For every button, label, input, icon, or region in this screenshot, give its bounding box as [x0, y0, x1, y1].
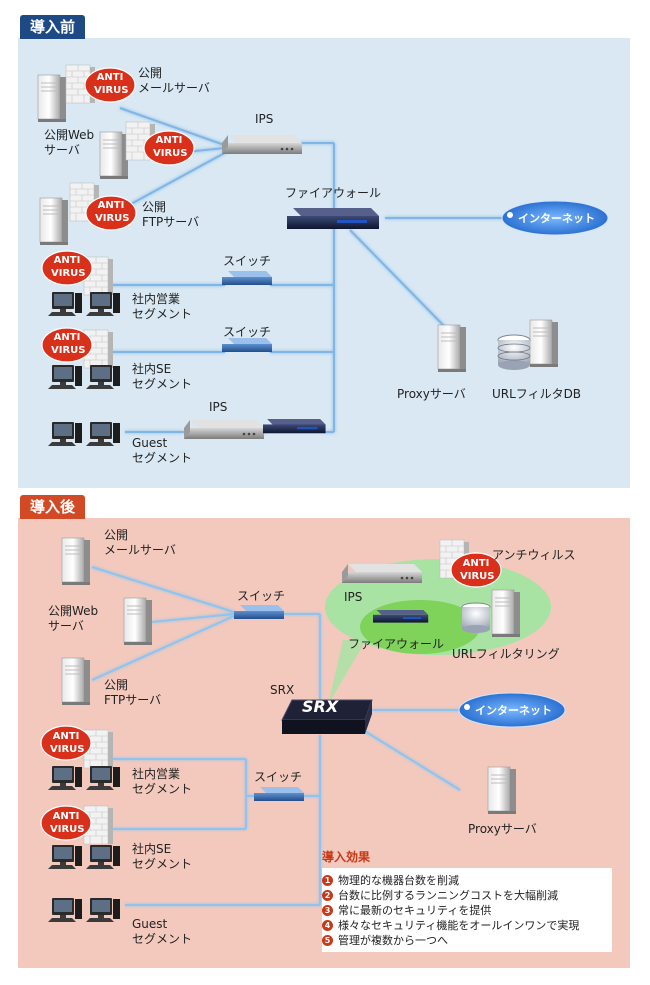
before-label-public-ftp: 公開 FTPサーバ [142, 200, 200, 229]
effect-number-icon: 1 [322, 875, 333, 886]
effect-text: 物理的な機器台数を削減 [338, 874, 459, 887]
after-label-proxy: Proxyサーバ [468, 822, 537, 836]
effect-text: 管理が複数から一つへ [338, 934, 448, 947]
after-label-public-mail: 公開 メールサーバ [104, 528, 176, 557]
after-url-filter-in-srx [461, 589, 521, 638]
after-label-url-filtering: URLフィルタリング [452, 647, 560, 661]
effects-panel: 導入効果 1 物理的な機器台数を削減 2 台数に比例するランニングコストを大幅削減 … [322, 848, 579, 948]
before-label-se-segment: 社内SE セグメント [132, 362, 193, 391]
after-guest-segment-pcs [48, 898, 120, 922]
before-internet-cloud [501, 200, 609, 236]
effect-item: 2 台数に比例するランニングコストを大幅削減 [322, 888, 579, 903]
before-panel [18, 38, 630, 488]
effect-item: 5 管理が複数から一つへ [322, 933, 579, 948]
effect-item: 4 様々なセキュリティ機能をオールインワンで実現 [322, 918, 579, 933]
after-firewall-in-srx [373, 610, 429, 623]
after-label-public-ftp: 公開 FTPサーバ [104, 678, 162, 707]
after-label-firewall: ファイアウォール [348, 637, 445, 651]
after-ips-in-srx [342, 564, 422, 583]
effects-box [322, 868, 612, 952]
after-public-web-server [123, 597, 153, 646]
srx-callout-pointer [328, 640, 366, 705]
before-label-url-filter-db: URLフィルタDB [492, 387, 582, 401]
effect-text: 台数に比例するランニングコストを大幅削減 [338, 889, 558, 902]
after-public-ftp-server [61, 657, 91, 706]
before-label-ips-top: IPS [255, 112, 274, 126]
after-label-sales-segment: 社内営業 セグメント [132, 767, 193, 796]
after-proxy-server [487, 766, 517, 815]
effect-text: 様々なセキュリティ機能をオールインワンで実現 [338, 919, 580, 932]
before-label-public-mail: 公開 メールサーバ [138, 66, 210, 95]
after-label-ips: IPS [344, 590, 363, 604]
after-switch-bottom [254, 787, 304, 801]
before-antivirus-badge-mail: ANTI VIRUS [94, 72, 129, 96]
before-firewall [287, 208, 379, 229]
before-url-filter-db [497, 319, 559, 370]
after-label-antivirus: アンチウィルス [492, 548, 576, 562]
srx-logo-text: SRX [302, 697, 339, 716]
before-antivirus-badge-se: ANTI VIRUS [51, 332, 86, 356]
after-antivirus-badge-se: ANTI VIRUS [50, 811, 85, 835]
effect-item: 3 常に最新のセキュリティを提供 [322, 903, 579, 918]
before-ips-top [222, 135, 302, 154]
before-firewall-bottom [263, 419, 326, 434]
before-antivirus-badge-web: ANTI VIRUS [153, 135, 188, 159]
before-proxy-server [437, 324, 467, 373]
after-public-mail-server [61, 537, 91, 586]
after-internet-cloud [458, 692, 566, 728]
before-guest-segment-pcs [48, 422, 120, 446]
after-antivirus-badge-sales: ANTI VIRUS [50, 731, 85, 755]
before-label-proxy: Proxyサーバ [397, 387, 466, 401]
effect-item: 1 物理的な機器台数を削減 [322, 873, 579, 888]
before-ips-bottom [184, 420, 264, 439]
after-label-internet: インターネット [475, 704, 552, 717]
before-antivirus-badge-ftp: ANTI VIRUS [95, 200, 130, 224]
effects-title: 導入効果 [322, 850, 371, 864]
effect-number-icon: 3 [322, 905, 333, 916]
after-label-switch-top: スイッチ [237, 589, 286, 603]
before-heading: 導入前 [20, 15, 86, 39]
before-links [110, 107, 510, 433]
after-switch-top [234, 605, 284, 619]
before-label-public-web: 公開Web サーバ [44, 128, 95, 157]
before-label-guest-segment: Guest セグメント [132, 436, 193, 465]
after-links [91, 566, 461, 906]
before-label-sales-segment: 社内営業 セグメント [132, 292, 193, 321]
effect-number-icon: 2 [322, 890, 333, 901]
effects-list: 1 物理的な機器台数を削減 2 台数に比例するランニングコストを大幅削減 3 常に最新… [322, 873, 579, 948]
before-label-internet: インターネット [518, 212, 595, 225]
before-public-mail-server [37, 64, 96, 123]
after-label-srx: SRX [270, 683, 295, 697]
before-switch-2 [222, 338, 272, 352]
after-label-public-web: 公開Web サーバ [48, 604, 99, 633]
before-label-ips-bottom: IPS [209, 400, 228, 414]
before-label-firewall: ファイアウォール [285, 186, 382, 200]
effect-text: 常に最新のセキュリティを提供 [338, 904, 492, 917]
after-antivirus-badge-srx: ANTI VIRUS [460, 558, 495, 582]
after-label-se-segment: 社内SE セグメント [132, 842, 193, 871]
before-antivirus-badge-sales: ANTI VIRUS [51, 255, 86, 279]
after-srx-appliance [281, 699, 373, 734]
after-heading: 導入後 [20, 495, 86, 519]
after-label-switch-bottom: スイッチ [254, 770, 303, 784]
before-label-switch-2: スイッチ [223, 325, 272, 339]
effect-number-icon: 5 [322, 935, 333, 946]
before-switch-1 [222, 271, 272, 285]
after-label-guest-segment: Guest セグメント [132, 917, 193, 946]
before-label-switch-1: スイッチ [223, 254, 272, 268]
effect-number-icon: 4 [322, 920, 333, 931]
